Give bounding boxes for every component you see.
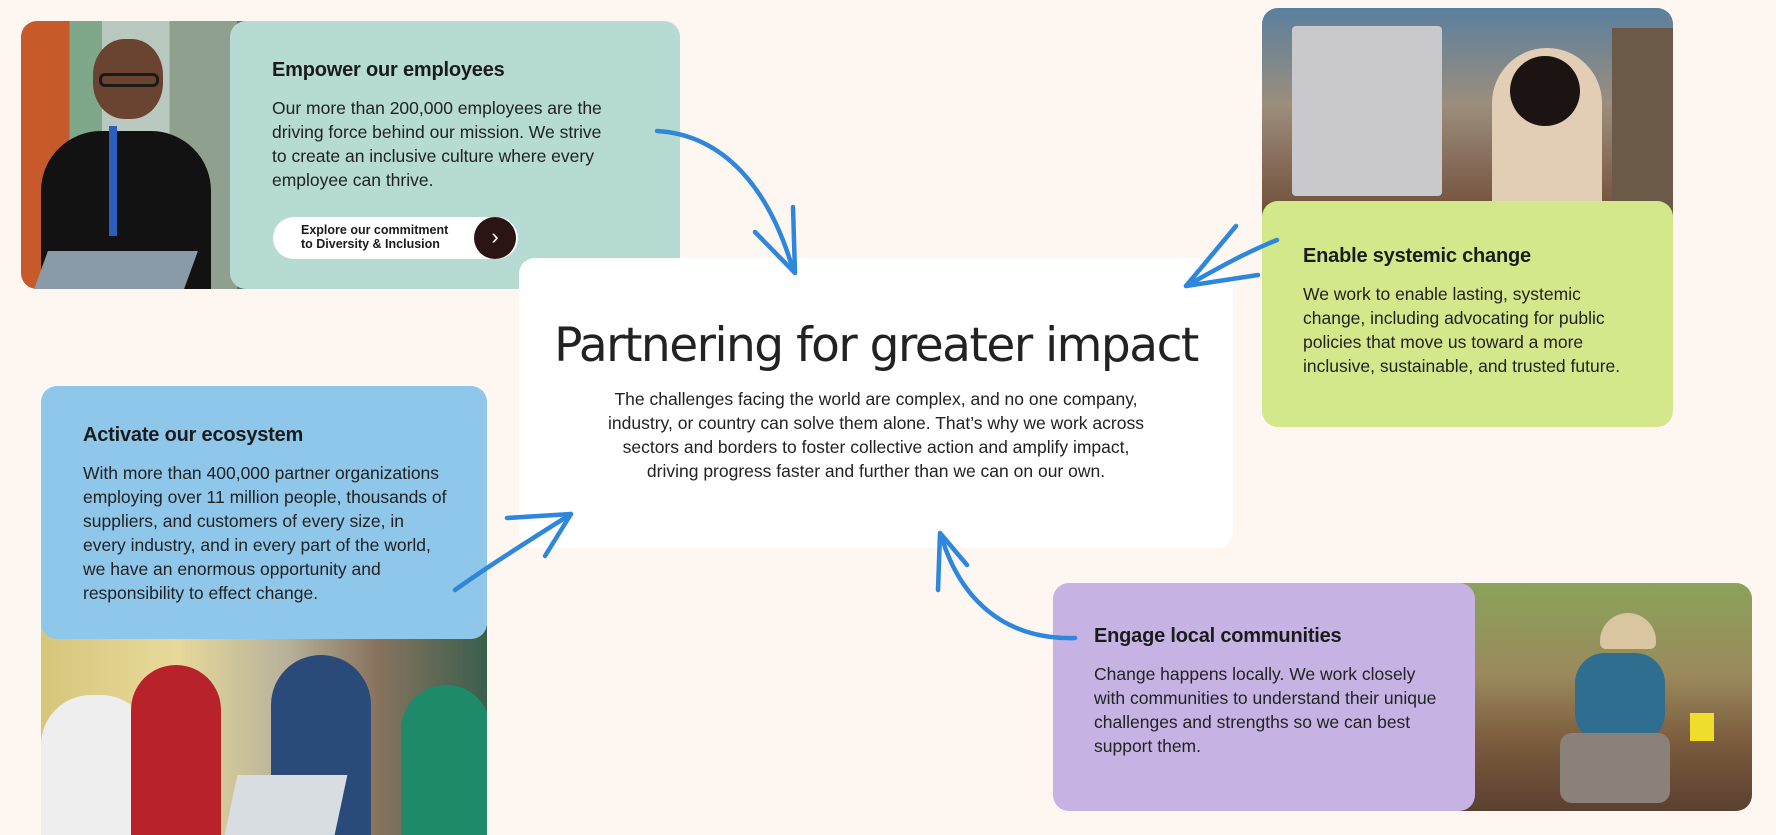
systemic-change-card: Enable systemic change We work to enable… [1262, 201, 1673, 427]
cta-line-1: Explore our commitment [301, 223, 449, 237]
coffee-shop-photo [1262, 8, 1673, 223]
ecosystem-card: Activate our ecosystem With more than 40… [41, 386, 487, 639]
farmer-photo [1440, 583, 1752, 811]
chevron-right-icon[interactable]: › [474, 217, 516, 259]
communities-title: Engage local communities [1094, 625, 1342, 647]
systemic-title: Enable systemic change [1303, 245, 1531, 267]
communities-card: Engage local communities Change happens … [1053, 583, 1475, 811]
meeting-photo [41, 625, 487, 835]
center-description: The challenges facing the world are comp… [608, 389, 1144, 481]
ecosystem-title: Activate our ecosystem [83, 424, 304, 446]
employees-card: Empower our employees Our more than 200,… [230, 21, 680, 289]
ecosystem-body: With more than 400,000 partner organizat… [83, 463, 447, 603]
page-title: Partnering for greater impact [554, 318, 1199, 373]
center-card: Partnering for greater impact The challe… [519, 258, 1233, 548]
communities-body: Change happens locally. We work closely … [1094, 664, 1437, 756]
employees-title: Empower our employees [272, 59, 505, 81]
systemic-body: We work to enable lasting, systemic chan… [1303, 284, 1621, 376]
employees-body: Our more than 200,000 employees are the … [272, 98, 602, 190]
cta-line-2: to Diversity & Inclusion [301, 237, 440, 251]
